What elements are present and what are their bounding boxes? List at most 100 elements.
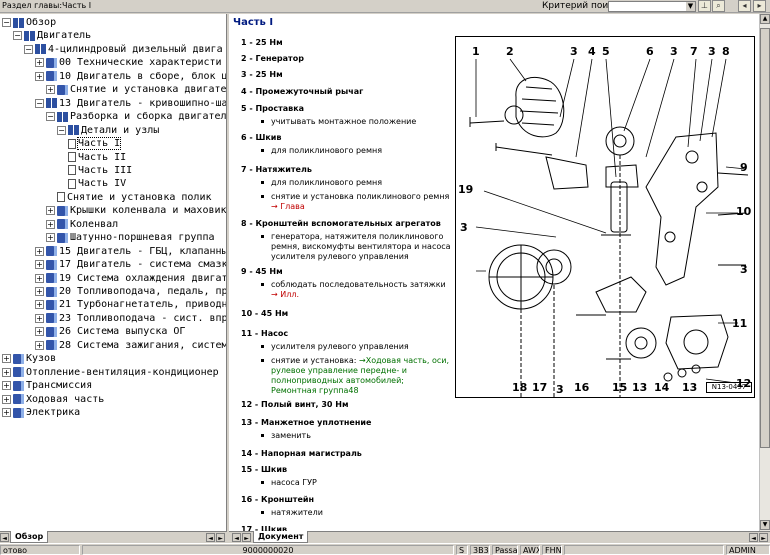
tree-node[interactable]: +Электрика [2, 406, 80, 419]
tree-node[interactable]: +10 Двигатель в сборе, блок ц [35, 70, 226, 83]
tree-node[interactable]: +Кузов [2, 352, 56, 365]
search-icon[interactable]: ⌕ [712, 0, 725, 12]
expand-icon[interactable]: + [35, 58, 44, 68]
book-open-icon [68, 125, 79, 136]
expand-icon[interactable]: + [2, 367, 11, 377]
scroll-down-icon[interactable]: ▼ [760, 520, 770, 530]
tree-node[interactable]: Часть II [68, 151, 126, 164]
expand-icon[interactable]: + [2, 381, 11, 391]
tree-node[interactable]: +26 Система выпуска ОГ [35, 325, 185, 338]
expand-icon[interactable]: + [35, 246, 44, 256]
diagram-callout-number: 13 [682, 381, 697, 394]
expand-icon[interactable]: + [46, 85, 55, 95]
page-icon [68, 152, 76, 162]
part-heading: 9 - 45 Нм [241, 267, 283, 276]
tab-scroll-right-icon[interactable]: ► [216, 533, 225, 542]
search-dropdown-button[interactable]: ▼ [686, 2, 695, 11]
expand-icon[interactable]: + [35, 340, 44, 350]
expand-icon[interactable]: + [35, 273, 44, 283]
book-icon [46, 340, 57, 351]
tree-node[interactable]: +17 Двигатель - система смазк [35, 258, 226, 271]
expand-icon[interactable]: + [2, 354, 11, 364]
parts-list-item: 2 - Генератор [241, 54, 451, 63]
cross-reference-link[interactable]: → Глава [271, 202, 305, 211]
top-toolbar: Раздел главы:Часть I Критерий поиска: ▼ … [0, 0, 770, 13]
back-icon[interactable]: ◂ [738, 0, 751, 12]
tree-node[interactable]: +21 Турбонагнетатель, приводн [35, 298, 226, 311]
book-open-icon [57, 111, 68, 122]
cross-reference-link[interactable]: →Ходовая часть, оси, рулевое управление … [271, 356, 450, 395]
tree-node[interactable]: − 4-цилиндровый дизельный двига [24, 43, 223, 56]
tree-node-label: Часть III [78, 164, 133, 176]
collapse-icon[interactable]: − [2, 18, 11, 27]
tree-node-label: 4-цилиндровый дизельный двига [48, 43, 223, 55]
pin-icon[interactable]: ⊥ [698, 0, 711, 12]
expand-icon[interactable]: + [35, 287, 44, 296]
expand-icon[interactable]: + [35, 313, 44, 323]
tree-node-label: Обзор [26, 17, 57, 28]
tab-scroll-left-icon[interactable]: ◄ [232, 533, 241, 542]
status-num: 3B3 [470, 545, 490, 555]
tree-node[interactable]: −Двигатель [13, 29, 91, 42]
tree-node[interactable]: +Отопление-вентиляция-кондиционер [2, 366, 219, 379]
tab-scroll-right-icon[interactable]: ► [759, 533, 768, 542]
tree-node[interactable]: +00 Технические характеристи [35, 56, 222, 69]
expand-icon[interactable]: + [35, 327, 44, 337]
expand-icon[interactable]: + [2, 408, 11, 418]
tree-node[interactable]: +20 Топливоподача, педаль, пр [35, 285, 226, 298]
tree-node[interactable]: +19 Система охлаждения двигат [35, 272, 226, 285]
document-scrollbar[interactable]: ▲ ▼ [759, 14, 770, 531]
tree-node-label: Крышки коленвала и маховик [70, 205, 227, 217]
tree-node[interactable]: Часть I [68, 137, 122, 151]
tree-node[interactable]: +Снятие и установка двигате [46, 83, 226, 96]
expand-icon[interactable]: + [46, 206, 55, 216]
tree-node[interactable]: − Обзор [2, 16, 56, 29]
tree-node[interactable]: +23 Топливоподача - сист. впр [35, 312, 226, 325]
tree-node[interactable]: +15 Двигатель - ГБЦ, клапанны [35, 245, 226, 258]
expand-icon[interactable]: + [35, 260, 44, 270]
tree-node-label: Трансмиссия [26, 380, 93, 392]
book-icon [13, 394, 24, 405]
tab-scroll-left-icon[interactable]: ◄ [0, 533, 9, 542]
tab-overview[interactable]: Обзор [10, 531, 49, 543]
collapse-icon[interactable]: − [35, 98, 44, 108]
tree-node[interactable]: Часть IV [68, 177, 126, 190]
tab-document[interactable]: Документ [253, 531, 309, 543]
tree-node[interactable]: + Трансмиссия [2, 379, 92, 392]
collapse-icon[interactable]: − [13, 31, 22, 41]
diagram-callout-number: 4 [588, 45, 596, 58]
part-note-text: соблюдать последовательность затяжки [271, 280, 446, 289]
tree-node[interactable]: −Разборка и сборка двигател [46, 110, 226, 123]
part-note-text: для поликлинового ремня [271, 146, 383, 155]
tree-node[interactable]: −Детали и узлы [57, 124, 159, 137]
tree-node[interactable]: Снятие и установка полик [57, 191, 212, 204]
tab-scroll-left-icon[interactable]: ◄ [749, 533, 758, 542]
expand-icon[interactable]: + [2, 394, 11, 404]
scroll-thumb[interactable] [760, 28, 770, 448]
expand-icon[interactable]: + [46, 233, 55, 243]
collapse-icon[interactable]: − [46, 112, 55, 122]
expand-icon[interactable]: + [46, 219, 55, 229]
tab-scroll-right-icon[interactable]: ► [242, 533, 251, 542]
part-heading: 16 - Кронштейн [241, 495, 315, 504]
tree-node[interactable]: Часть III [68, 164, 132, 177]
tree-node-label: Часть IV [78, 178, 127, 190]
cross-reference-link[interactable]: → Илл. [271, 290, 299, 299]
collapse-icon[interactable]: − [57, 125, 66, 135]
tree-node[interactable]: +Ходовая часть [2, 393, 104, 406]
collapse-icon[interactable]: − [24, 44, 33, 54]
expand-icon[interactable]: + [35, 300, 44, 310]
tree-node[interactable]: −13 Двигатель - кривошипно-ша [35, 97, 226, 110]
diagram-callout-number: 19 [458, 183, 473, 196]
tab-scroll-left-icon[interactable]: ◄ [206, 533, 215, 542]
tree-node[interactable]: +Шатунно-поршневая группа [46, 231, 215, 244]
tree-node[interactable]: +Коленвал [46, 218, 118, 231]
tree-node[interactable]: + Крышки коленвала и маховик [46, 204, 227, 217]
forward-icon[interactable]: ▸ [753, 0, 766, 12]
expand-icon[interactable]: + [35, 71, 44, 81]
tree-node[interactable]: +28 Система зажигания, систем [35, 339, 226, 352]
search-input[interactable] [608, 1, 696, 12]
scroll-up-icon[interactable]: ▲ [760, 14, 770, 24]
